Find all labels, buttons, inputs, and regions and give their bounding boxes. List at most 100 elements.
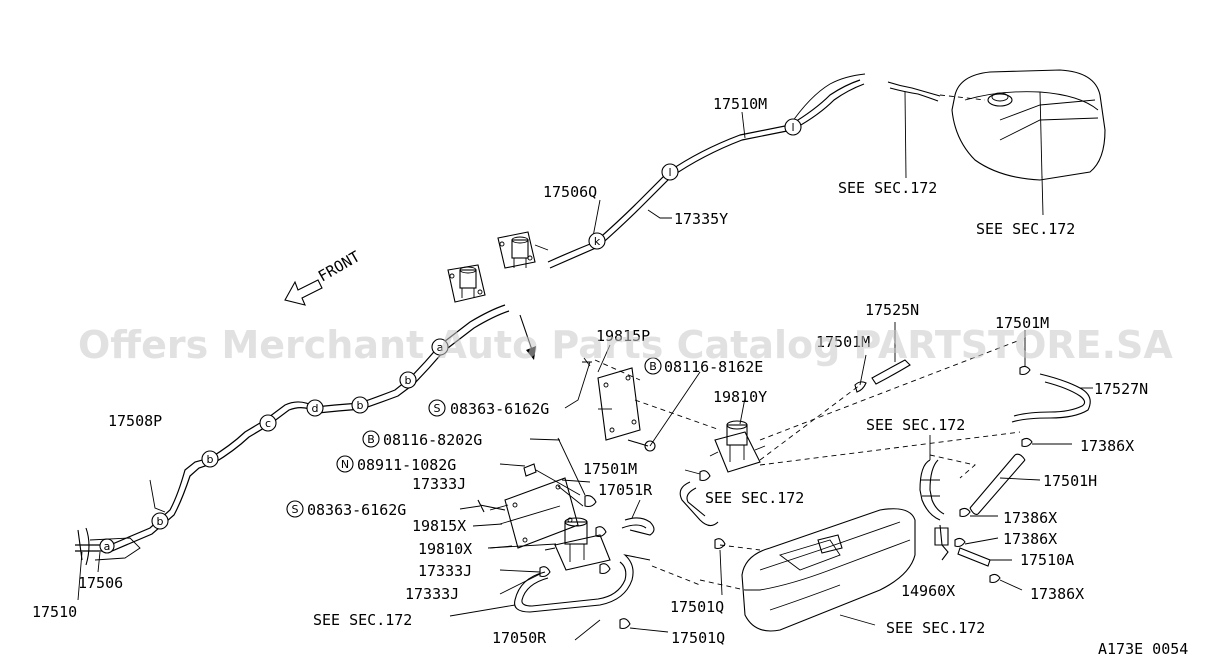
prefix-B-2: B [362,430,380,448]
hose-middle [679,481,719,527]
clip-marker: b [201,450,219,468]
hose-17501H [969,453,1026,515]
label-17525N: 17525N [865,301,919,319]
bracket-19815P [597,367,641,441]
svg-text:c: c [265,417,271,430]
clip-markers: a b b c d b b a k l l [99,118,802,554]
hose-17051R [621,517,655,536]
svg-text:FRONT: FRONT [315,247,363,285]
label-see-sec-172: SEE SEC.172 [838,179,937,197]
label-08363-6162G: 08363-6162G [307,501,406,519]
clip-marker: l [784,118,802,136]
prefix-B-1: B [644,357,662,375]
label-17386X: 17386X [1030,585,1084,603]
label-see-sec-172: SEE SEC.172 [976,220,1075,238]
svg-text:S: S [434,402,441,415]
clip-marker: b [351,396,369,414]
label-17501Q: 17501Q [671,629,725,647]
svg-text:b: b [207,453,214,466]
label-19815P: 19815P [596,327,650,345]
bracket-upper-b [497,231,549,269]
label-see-sec-172: SEE SEC.172 [866,416,965,434]
clip-marker: b [151,512,169,530]
label-17333J: 17333J [418,562,472,580]
label-see-sec-172: SEE SEC.172 [886,619,985,637]
label-see-sec-172: SEE SEC.172 [705,489,804,507]
label-17501M: 17501M [816,333,870,351]
svg-text:b: b [157,515,164,528]
label-17506: 17506 [78,574,123,592]
label-17386X: 17386X [1003,509,1057,527]
svg-text:a: a [437,341,444,354]
fuel-filter-19810X [544,517,611,571]
label-17501H: 17501H [1043,472,1097,490]
label-08116-8162E: 08116-8162E [664,358,763,376]
detail-arrow [519,314,533,351]
nut [523,463,537,477]
clip-marker: b [399,371,417,389]
svg-text:S: S [292,503,299,516]
hose-clip [854,381,867,393]
label-08116-8202G: 08116-8202G [383,431,482,449]
fuel-filter-19810Y [709,420,766,473]
label-17508P: 17508P [108,412,162,430]
label-17501Q: 17501Q [670,598,724,616]
label-17506Q: 17506Q [543,183,597,201]
svg-text:d: d [312,402,319,415]
watermark-text: Offers Merchant Auto Parts Catalog PARTS… [78,323,1173,367]
svg-text:l: l [791,121,794,134]
label-17050R: 17050R [492,629,547,647]
bracket-19815X [489,477,579,549]
label-17501M: 17501M [995,314,1049,332]
tube-17510A [957,547,991,567]
svg-text:b: b [405,374,412,387]
svg-text:N: N [341,458,349,471]
clip-marker: l [661,163,679,181]
clip-marker: a [99,538,115,554]
clip-marker: c [259,414,277,432]
fuel-tank-lower [741,508,916,632]
label-19810Y: 19810Y [713,388,767,406]
label-08363-6162G: 08363-6162G [450,400,549,418]
label-17051R: 17051R [598,481,653,499]
front-arrow: FRONT [284,247,363,306]
prefix-N-1: N [336,455,354,473]
main-fuel-line [75,304,510,552]
label-17501M: 17501M [583,460,637,478]
svg-text:b: b [357,399,364,412]
label-17386X: 17386X [1080,437,1134,455]
bracket-upper-a [447,264,486,303]
svg-text:B: B [367,433,375,446]
hose-17527N [1011,373,1093,423]
label-17510A: 17510A [1020,551,1074,569]
hose-17050R [514,554,651,613]
filler-hose-right [919,459,945,521]
clip-marker: k [588,232,606,250]
label-19810X: 19810X [418,540,472,558]
label-17510: 17510 [32,603,77,621]
fuel-tank-top [939,69,1106,181]
svg-text:a: a [104,540,111,553]
label-ref-code: A173E 0054 [1098,640,1188,658]
label-19815X: 19815X [412,517,466,535]
valve-14960X [939,524,949,561]
clamp [1021,437,1033,448]
clip-marker: a [431,338,449,356]
svg-text:l: l [668,166,671,179]
filler-hose-top [887,81,941,97]
line-end-bracket [77,527,90,566]
label-17510M: 17510M [713,95,767,113]
label-17333J: 17333J [405,585,459,603]
hose-17525N [871,359,911,385]
prefix-S-2: S [286,500,304,518]
label-17333J: 17333J [412,475,466,493]
label-see-sec-172: SEE SEC.172 [313,611,412,629]
label-17335Y: 17335Y [674,210,728,228]
svg-text:k: k [594,235,601,248]
label-17527N: 17527N [1094,380,1148,398]
prefix-S-1: S [428,399,446,417]
bolt [479,504,506,511]
label-08911-1082G: 08911-1082G [357,456,456,474]
label-17386X: 17386X [1003,530,1057,548]
